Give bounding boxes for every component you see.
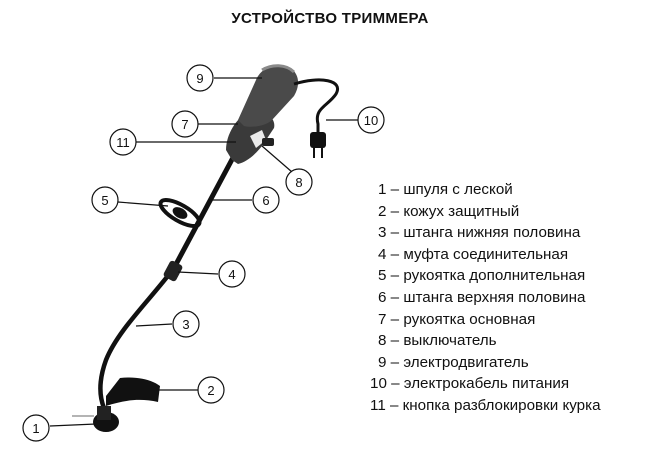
legend-item-5: 5 – рукоятка дополнительная xyxy=(378,267,586,285)
upper-shaft xyxy=(171,149,239,271)
legend-item-9: 9 – электродвигатель xyxy=(378,353,529,371)
callout-10-circle xyxy=(357,106,385,134)
switch xyxy=(262,138,274,146)
callout-7-circle xyxy=(171,110,199,138)
callout-4: 4 xyxy=(228,267,235,282)
legend-item-10: 10 – электрокабель питания xyxy=(370,375,570,393)
diagram-title: УСТРОЙСТВО ТРИММЕРА xyxy=(231,10,429,27)
callout-3: 3 xyxy=(182,317,189,332)
callout-9: 9 xyxy=(196,71,203,86)
callout-4-circle xyxy=(218,260,246,288)
callout-2-circle xyxy=(197,376,225,404)
coupling xyxy=(163,260,183,282)
legend-item-4: 4 – муфта соединительная xyxy=(378,245,569,263)
callout-10: 10 xyxy=(364,113,378,128)
callout-7: 7 xyxy=(181,117,188,132)
callout-2: 2 xyxy=(207,383,214,398)
callout-3-circle xyxy=(172,310,200,338)
callout-8-circle xyxy=(285,168,313,196)
callout-1: 1 xyxy=(32,421,39,436)
power-cable xyxy=(293,78,340,138)
guard xyxy=(106,377,160,406)
legend-item-7: 7 – рукоятка основная xyxy=(378,310,536,328)
callout-11-circle xyxy=(109,128,137,156)
lower-shaft xyxy=(98,265,177,411)
motor-housing xyxy=(238,65,299,127)
auxiliary-handle-ring xyxy=(158,198,202,228)
legend-item-6: 6 – штанга верхняя половина xyxy=(378,288,586,306)
legend-item-8: 8 – выключатель xyxy=(378,332,497,350)
callout-5: 5 xyxy=(101,193,108,208)
callout-6: 6 xyxy=(262,193,269,208)
legend-item-11: 11 – кнопка разблокировки курка xyxy=(370,396,601,414)
legend-item-1: 1 – шпуля с леской xyxy=(378,181,513,198)
legend-item-3: 3 – штанга нижняя половина xyxy=(378,224,581,242)
legend-item-2: 2 – кожух защитный xyxy=(378,202,520,220)
parts-legend: 1 – шпуля с леской 2 – кожух защитный 3 … xyxy=(362,179,601,417)
plug xyxy=(310,132,326,148)
callout-9-circle xyxy=(186,64,214,92)
callout-8: 8 xyxy=(295,175,302,190)
callout-6-circle xyxy=(252,186,280,214)
callout-11: 11 xyxy=(116,135,130,150)
callout-1-circle xyxy=(22,414,50,442)
callout-5-circle xyxy=(91,186,119,214)
